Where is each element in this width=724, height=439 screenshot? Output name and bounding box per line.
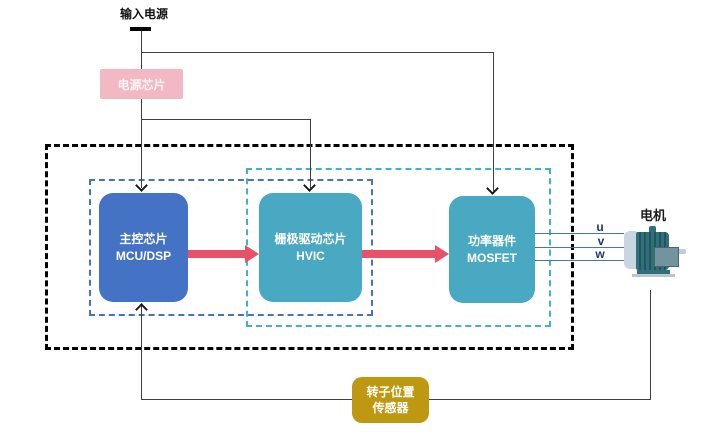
motor-end-cap xyxy=(624,231,637,269)
motor-base-plate xyxy=(632,274,675,277)
motor-top-stub xyxy=(649,226,656,233)
hvic-block-line1: 栅极驱动芯片 xyxy=(274,231,347,246)
power-chip-box: 电源芯片 xyxy=(100,69,183,99)
power-input-label: 输入电源 xyxy=(119,7,168,21)
motor-feet xyxy=(637,270,670,274)
hvic-block: 栅极驱动芯片 HVIC xyxy=(259,193,362,302)
mcu-dashed-frame xyxy=(89,179,373,316)
phase-label-v: v xyxy=(597,234,605,248)
wire-motor-down xyxy=(650,290,651,400)
arrow-hvic-to-mosfet xyxy=(362,245,449,263)
wire-feedback-up xyxy=(141,306,142,400)
mosfet-block-line2: MOSFET xyxy=(467,250,517,265)
motor-label: 电机 xyxy=(639,208,666,223)
wire-top-branch xyxy=(141,52,494,53)
rotor-sensor-line1: 转子位置 xyxy=(366,385,415,399)
arrow-hvic-to-mosfet-head xyxy=(435,245,449,263)
phase-wire-u xyxy=(535,233,624,234)
phase-wire-v xyxy=(535,247,624,248)
mcu-block-line1: 主控芯片 xyxy=(119,231,168,246)
phase-label-w: w xyxy=(595,247,605,261)
motor-junction-box xyxy=(654,247,679,267)
mcu-block: 主控芯片 MCU/DSP xyxy=(99,193,188,302)
mosfet-block-line1: 功率器件 xyxy=(467,233,516,248)
arrow-hvic-to-mosfet-body xyxy=(362,250,435,258)
rotor-sensor-box: 转子位置 传感器 xyxy=(352,377,429,423)
wire-branch-to-hvic xyxy=(310,119,311,188)
phase-label-u: u xyxy=(596,220,604,234)
wire-mid-branch xyxy=(141,119,311,120)
mcu-block-line2: MCU/DSP xyxy=(115,248,172,263)
wire-branch-to-mosfet xyxy=(493,52,494,191)
wire-input-to-mcu xyxy=(141,31,142,188)
mosfet-block: 功率器件 MOSFET xyxy=(449,196,535,303)
arrow-mcu-to-hvic-head xyxy=(245,245,259,263)
arrow-mcu-to-hvic xyxy=(188,245,259,263)
phase-wire-w xyxy=(535,260,624,261)
arrow-mcu-to-hvic-body xyxy=(188,250,245,258)
power-chip-label: 电源芯片 xyxy=(117,77,166,92)
motor-shaft xyxy=(678,249,686,254)
power-terminal-bar xyxy=(130,27,151,31)
rotor-sensor-line2: 传感器 xyxy=(372,401,409,415)
hvic-block-line2: HVIC xyxy=(296,248,325,263)
